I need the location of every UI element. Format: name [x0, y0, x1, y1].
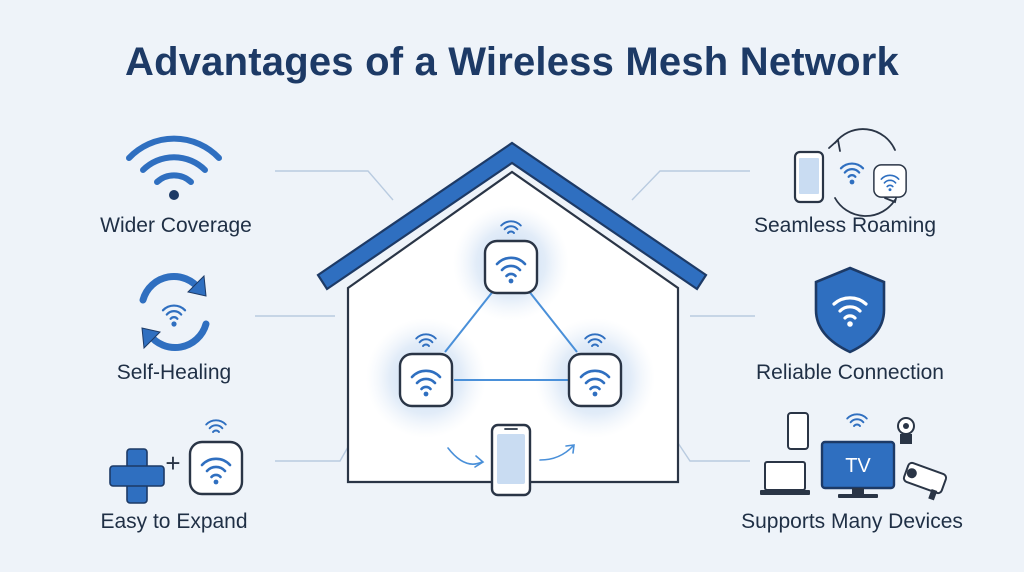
- feature-easy-to-expand: Easy to Expand: [100, 510, 248, 533]
- shield-icon: [814, 266, 886, 354]
- page-title: Advantages of a Wireless Mesh Network: [125, 40, 899, 84]
- connector-lines: [255, 170, 755, 462]
- roaming-arrows: [447, 444, 575, 468]
- tv-label: TV: [845, 455, 871, 477]
- plus-icon: [109, 448, 165, 504]
- feature-wider-coverage: Wider Coverage: [100, 214, 252, 237]
- smartphone-icon: [490, 423, 532, 497]
- feature-self-healing: Self-Healing: [116, 361, 232, 384]
- feature-supports-many-devices: Supports Many Devices: [741, 510, 963, 533]
- house-roof: [316, 141, 708, 291]
- mesh-links: [444, 289, 578, 381]
- self-healing-refresh-icon: [139, 272, 210, 352]
- wifi-signal-icon: [126, 135, 222, 200]
- roaming-devices-icon: [793, 128, 907, 217]
- mesh-node-add-icon: [188, 419, 244, 496]
- multiple-devices-icon: [760, 412, 948, 501]
- feature-reliable-connection: Reliable Connection: [756, 361, 944, 384]
- plus-small-text: +: [165, 448, 180, 478]
- feature-seamless-roaming: Seamless Roaming: [753, 214, 937, 237]
